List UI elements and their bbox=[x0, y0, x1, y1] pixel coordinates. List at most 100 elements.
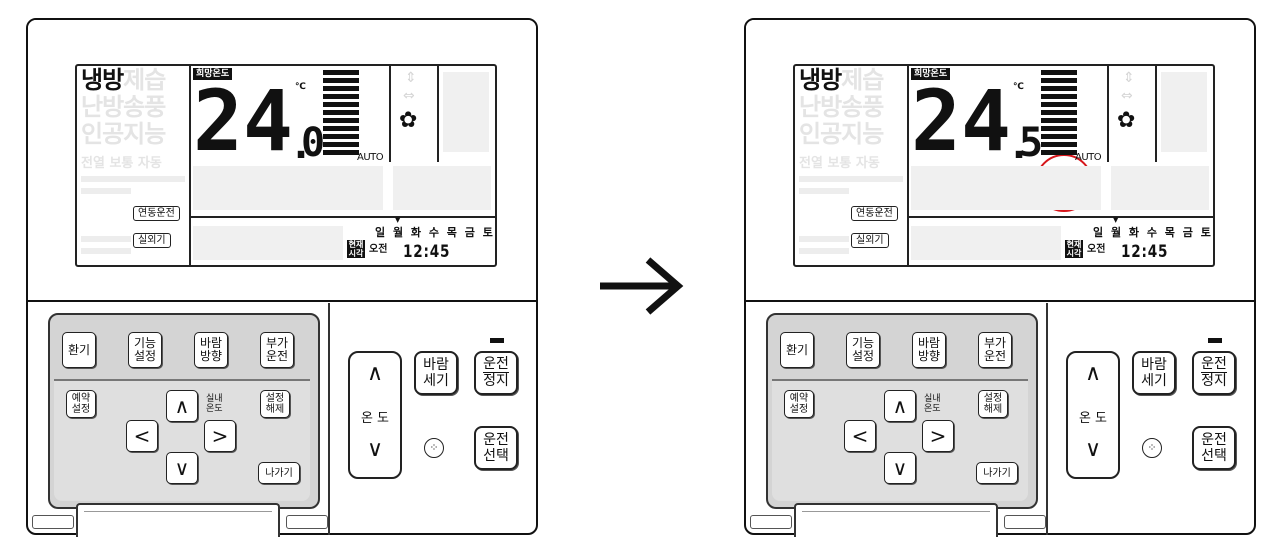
run-stop-bottom-label: 정지 bbox=[1201, 373, 1227, 389]
ghost-segment bbox=[799, 176, 903, 182]
ghost-segment bbox=[799, 236, 849, 242]
set-temperature-readout: 24 . 0 bbox=[193, 80, 323, 160]
swing-left-right-icon: ⇔ bbox=[403, 88, 415, 104]
cover-line bbox=[84, 511, 272, 512]
ghost-segment bbox=[393, 166, 491, 210]
ventilation-button[interactable]: 환기 bbox=[780, 332, 814, 368]
arrow-right-button[interactable]: > bbox=[204, 420, 236, 452]
divider bbox=[389, 66, 391, 162]
outdoor-unit-indicator: 실외기 bbox=[133, 233, 171, 248]
arrow-left-button[interactable]: < bbox=[126, 420, 158, 452]
function-setting-button[interactable]: 기능 설정 bbox=[846, 332, 880, 368]
lcd-display: 냉방제습 난방송풍 인공지능 전열 보통 자동 연동운전 실외기 희망온도 ℃ … bbox=[75, 64, 497, 267]
reservation-setting-button[interactable]: 예약 설정 bbox=[784, 390, 814, 418]
fan-bar bbox=[1041, 94, 1077, 99]
fan-bar bbox=[323, 110, 359, 115]
fan-bar bbox=[1041, 142, 1077, 147]
temperature-rocker[interactable]: ∧ 온 도 ∨ bbox=[348, 351, 402, 479]
run-stop-top-label: 운전 bbox=[1201, 356, 1227, 373]
exit-button[interactable]: 나가기 bbox=[258, 462, 300, 484]
clock-readout: 12:45 bbox=[1121, 242, 1169, 262]
extra-operation-button[interactable]: 부가 운전 bbox=[978, 332, 1012, 368]
main-controls-area bbox=[1046, 303, 1254, 535]
temp-decimal: 5 bbox=[1019, 120, 1041, 160]
temp-decimal-point: . bbox=[1007, 122, 1031, 160]
setting-cancel-button[interactable]: 설정 해제 bbox=[978, 390, 1008, 418]
ghost-segment bbox=[193, 226, 343, 260]
setting-cancel-button[interactable]: 설정 해제 bbox=[260, 390, 290, 418]
current-time-badge: 현재시각 bbox=[347, 240, 365, 258]
arrow-left-button[interactable]: < bbox=[844, 420, 876, 452]
link-operation-indicator: 연동운전 bbox=[133, 206, 180, 221]
temp-down-icon[interactable]: ∨ bbox=[366, 437, 384, 462]
display-housing: 냉방제습 난방송풍 인공지능 전열 보통 자동 연동운전 실외기 희망온도 ℃ … bbox=[28, 20, 536, 302]
temp-integer: 24 bbox=[911, 80, 1011, 160]
fan-bar bbox=[1041, 150, 1077, 155]
ghost-submode: 전열 보통 자동 bbox=[799, 156, 880, 171]
mode-panel: 냉방제습 난방송풍 인공지능 전열 보통 자동 연동운전 실외기 bbox=[795, 66, 909, 265]
fan-bar bbox=[323, 86, 359, 91]
function-setting-button[interactable]: 기능 설정 bbox=[128, 332, 162, 368]
arrow-down-button[interactable]: ∨ bbox=[166, 452, 198, 484]
ghost-segment bbox=[1111, 166, 1209, 210]
dots-icon: ⁘ bbox=[1142, 438, 1162, 458]
fan-bar bbox=[1041, 110, 1077, 115]
active-mode: 냉방 bbox=[81, 66, 124, 94]
cover-line bbox=[802, 511, 990, 512]
fan-bar bbox=[1041, 78, 1077, 83]
wind-direction-button[interactable]: 바람 방향 bbox=[912, 332, 946, 368]
run-select-button[interactable]: 운전 선택 bbox=[474, 426, 518, 470]
hope-temp-label: 희망온도 bbox=[911, 68, 951, 80]
ghost-segment bbox=[81, 236, 131, 242]
fan-bar bbox=[323, 150, 359, 155]
divider bbox=[189, 216, 495, 218]
remote-controller-after: 냉방제습 난방송풍 인공지능 전열 보통 자동 연동운전 실외기 희망온도 ℃ … bbox=[744, 18, 1256, 537]
arrow-down-button[interactable]: ∨ bbox=[884, 452, 916, 484]
arrow-up-button[interactable]: ∧ bbox=[884, 390, 916, 422]
temp-decimal: 0 bbox=[301, 120, 323, 160]
arrow-right-button[interactable]: > bbox=[922, 420, 954, 452]
reservation-setting-button[interactable]: 예약 설정 bbox=[66, 390, 96, 418]
indoor-temp-label: 실내 온도 bbox=[924, 394, 941, 414]
wind-strength-button[interactable]: 바람 세기 bbox=[1132, 351, 1176, 395]
temperature-rocker[interactable]: ∧ 온 도 ∨ bbox=[1066, 351, 1120, 479]
fan-bar bbox=[323, 134, 359, 139]
outdoor-unit-indicator: 실외기 bbox=[851, 233, 889, 248]
wind-direction-button[interactable]: 바람 방향 bbox=[194, 332, 228, 368]
temperature-label: 온 도 bbox=[1078, 411, 1108, 426]
run-stop-button[interactable]: 운전 정지 bbox=[474, 351, 518, 395]
ghost-segment bbox=[81, 248, 131, 254]
run-stop-button[interactable]: 운전 정지 bbox=[1192, 351, 1236, 395]
ghost-mode-heat-fan: 난방송풍 bbox=[81, 93, 166, 121]
temp-up-icon[interactable]: ∧ bbox=[1084, 361, 1102, 386]
foot-tab bbox=[32, 515, 74, 529]
divider bbox=[1107, 66, 1109, 162]
ventilation-button[interactable]: 환기 bbox=[62, 332, 96, 368]
ghost-mode-heat-fan: 난방송풍 bbox=[799, 93, 884, 121]
current-day-marker: ▼ bbox=[395, 216, 401, 224]
ghost-segment bbox=[193, 166, 383, 210]
weekday-row: 일 월 화 수 목 금 토 bbox=[375, 226, 493, 239]
fan-bar bbox=[323, 94, 359, 99]
ghost-mode-ai: 인공지능 bbox=[81, 120, 166, 148]
exit-button[interactable]: 나가기 bbox=[976, 462, 1018, 484]
temp-up-icon[interactable]: ∧ bbox=[366, 361, 384, 386]
temp-down-icon[interactable]: ∨ bbox=[1084, 437, 1102, 462]
fan-level-bars bbox=[323, 70, 359, 158]
hope-temp-label: 희망온도 bbox=[193, 68, 233, 80]
wind-strength-button[interactable]: 바람 세기 bbox=[414, 351, 458, 395]
display-housing: 냉방제습 난방송풍 인공지능 전열 보통 자동 연동운전 실외기 희망온도 ℃ … bbox=[746, 20, 1254, 302]
run-select-button[interactable]: 운전 선택 bbox=[1192, 426, 1236, 470]
mode-label: 냉방제습 bbox=[81, 66, 166, 94]
link-operation-indicator: 연동운전 bbox=[851, 206, 898, 221]
arrow-up-button[interactable]: ∧ bbox=[166, 390, 198, 422]
main-controls-area bbox=[328, 303, 536, 535]
ghost-segment bbox=[81, 176, 185, 182]
ghost-segment bbox=[443, 72, 489, 152]
temp-unit: ℃ bbox=[1013, 82, 1024, 92]
divider bbox=[907, 216, 1213, 218]
current-time-badge: 현재시각 bbox=[1065, 240, 1083, 258]
extra-operation-button[interactable]: 부가 운전 bbox=[260, 332, 294, 368]
ghost-mode-dehumidify: 제습 bbox=[841, 66, 884, 94]
run-stop-top-label: 운전 bbox=[483, 356, 509, 373]
